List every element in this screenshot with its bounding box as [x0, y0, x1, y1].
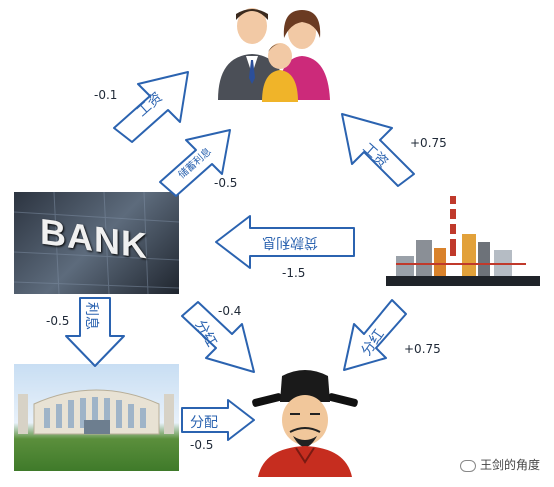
value-gov-to-official-distribution: -0.5 — [190, 438, 214, 452]
watermark-text: 王剑的角度 — [479, 458, 540, 472]
value-bank-to-family-wage: -0.1 — [94, 88, 118, 102]
arrow-factory-to-official-dividend — [343, 299, 407, 371]
arrow-factory-to-family-wage — [341, 113, 415, 187]
label-factory-to-bank-loan: 贷款利息 — [262, 234, 318, 250]
value-factory-to-bank-loan: -1.5 — [282, 266, 306, 280]
arrow-bank-to-official-dividend — [181, 301, 255, 373]
family-icon — [212, 4, 337, 102]
arrow-factory-to-bank-loan — [215, 215, 355, 269]
value-factory-to-family-wage: +0.75 — [410, 136, 447, 150]
arrow-bank-to-family-savings — [159, 129, 231, 197]
value-bank-to-gov-interest: -0.5 — [46, 314, 70, 328]
value-bank-to-official-dividend: -0.4 — [218, 304, 242, 318]
value-bank-to-family-savings: -0.5 — [214, 176, 238, 190]
watermark: 王剑的角度 — [459, 456, 540, 473]
value-factory-to-official-dividend: +0.75 — [404, 342, 441, 356]
arrow-gov-to-official-distribution — [181, 399, 255, 441]
arrow-bank-to-family-wage — [113, 71, 189, 143]
label-gov-to-official-distribution: 分配 — [190, 415, 218, 431]
government-building — [14, 364, 179, 471]
factory-icon — [386, 194, 540, 294]
label-bank-to-gov-interest: 利息 — [83, 302, 99, 330]
chat-bubble-icon — [459, 459, 476, 472]
bank-building-image: BANK — [14, 192, 179, 294]
arrow-bank-to-gov-interest — [65, 297, 125, 367]
official-icon — [250, 362, 360, 477]
